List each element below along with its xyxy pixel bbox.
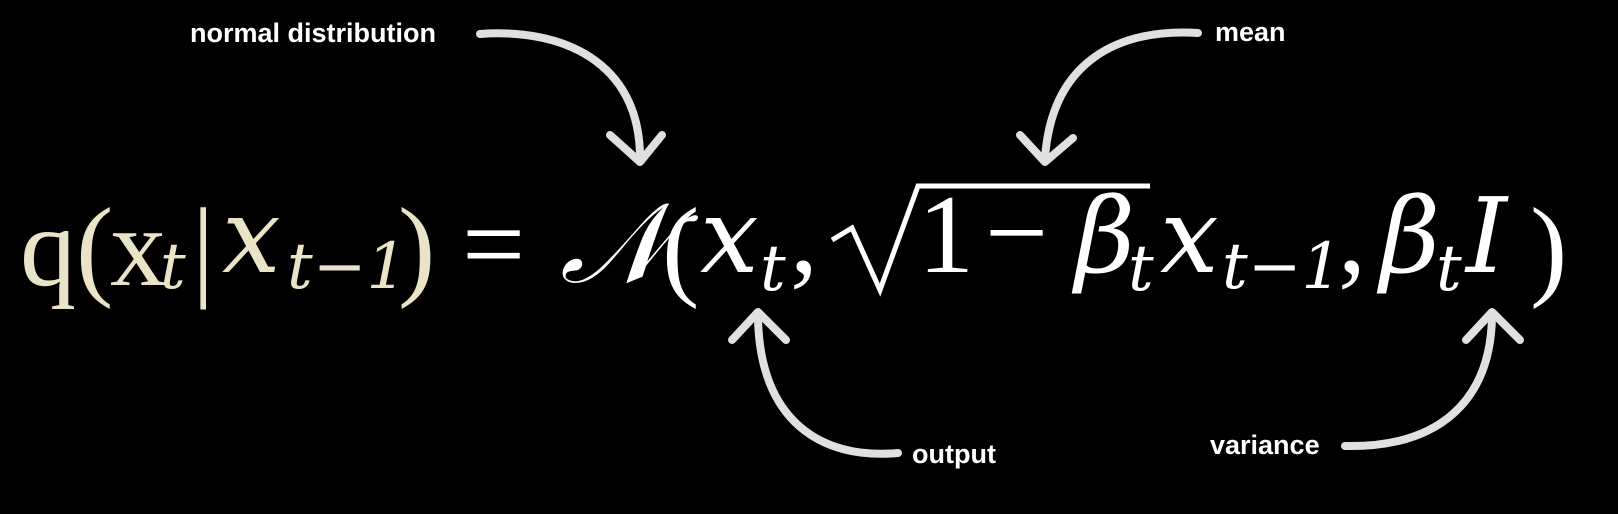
eq-comma-1: , — [790, 173, 818, 297]
eq-close-paren-2: ) — [1530, 186, 1567, 310]
eq-beta: β — [1071, 175, 1135, 297]
eq-open-paren-2: ( — [662, 186, 699, 310]
eq-open-paren: ( — [76, 186, 113, 310]
arrow-normal-distribution — [476, 29, 666, 166]
eq-x-t-sub: t — [760, 232, 786, 306]
eq-beta-sub: t — [1128, 232, 1154, 306]
eq-q: q — [20, 186, 76, 310]
eq-x-t: x — [700, 175, 759, 297]
eq-comma-2: , — [1338, 173, 1366, 297]
arrow-output — [728, 308, 902, 458]
eq-beta-2-sub: t — [1436, 232, 1462, 306]
eq-sqrt-one: 1 — [918, 173, 974, 297]
eq-minus: − — [985, 171, 1048, 295]
eq-bar: | — [192, 186, 214, 310]
eq-x-roman: x — [110, 186, 166, 310]
arrow-variance — [1341, 308, 1524, 451]
label-variance: variance — [1210, 430, 1320, 460]
label-output: output — [912, 439, 996, 469]
eq-close-paren: ) — [398, 186, 435, 310]
eq-sub-t-minus-1: t−1 — [287, 230, 407, 304]
equation: q ( x t | x t−1 ) = 𝒩 ( x t , 1 − β t x … — [20, 171, 1567, 310]
eq-sub-t-1: t — [160, 230, 186, 304]
sqrt-symbol — [830, 183, 1150, 297]
label-normal-distribution: normal distribution — [190, 18, 436, 48]
arrow-mean — [1016, 28, 1202, 166]
eq-x-prev-sub: t−1 — [1222, 230, 1342, 304]
eq-x-prev: x — [1160, 175, 1219, 297]
eq-equals: = — [462, 183, 525, 307]
eq-x-italic: x — [222, 175, 281, 297]
label-mean: mean — [1215, 17, 1286, 47]
eq-beta-2: β — [1376, 175, 1440, 297]
eq-identity: I — [1464, 175, 1509, 297]
